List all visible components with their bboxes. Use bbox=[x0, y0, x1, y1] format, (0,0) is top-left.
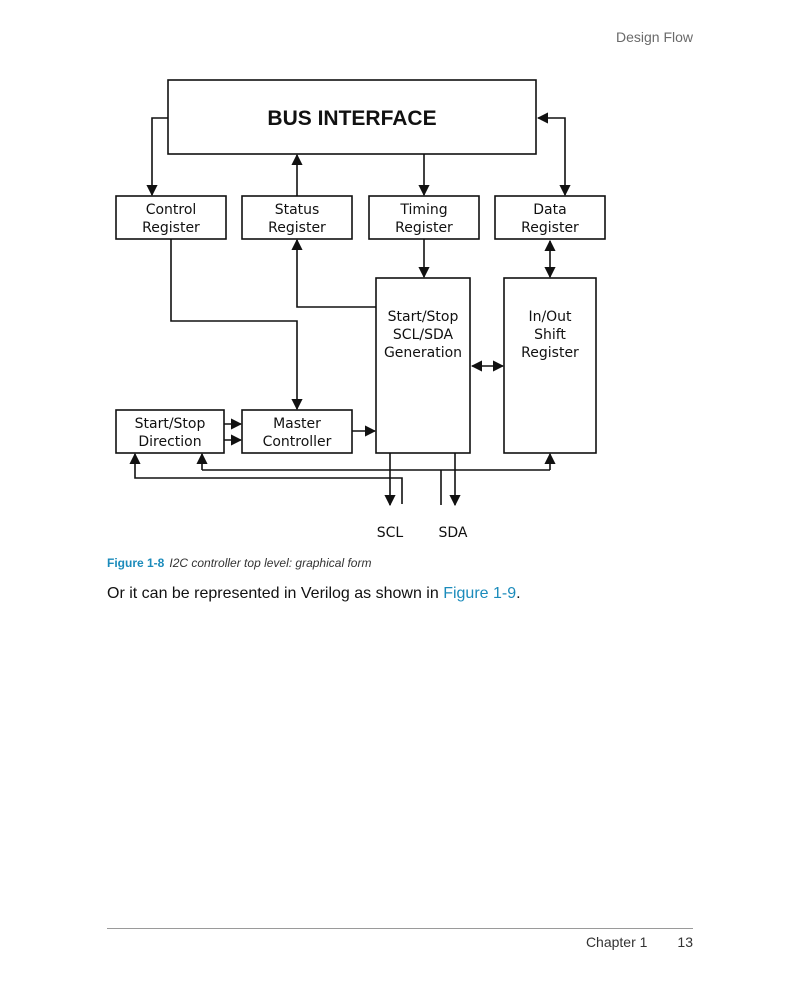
control-to-master-arrow bbox=[170, 239, 303, 411]
start-stop-generation-box bbox=[375, 277, 471, 454]
scl-pin-label: SCL bbox=[377, 525, 404, 541]
shift-register-box bbox=[503, 277, 597, 454]
body-text-after: . bbox=[516, 585, 521, 602]
generation-label-line1: Start/Stop bbox=[388, 309, 459, 325]
control-register-label-line1: Control bbox=[146, 202, 197, 218]
start-stop-direction-box bbox=[115, 409, 225, 454]
body-paragraph: Or it can be represented in Verilog as s… bbox=[107, 585, 521, 603]
generation-label-line3: Generation bbox=[384, 345, 462, 361]
page-number: 13 bbox=[677, 934, 693, 950]
figure-number: Figure 1-8 bbox=[107, 556, 165, 570]
sda-pin-label: SDA bbox=[439, 525, 468, 541]
data-register-label-line1: Data bbox=[533, 202, 566, 218]
timing-register-label-line1: Timing bbox=[399, 202, 447, 218]
master-controller-label-line1: Master bbox=[273, 416, 321, 432]
status-register-label-line2: Register bbox=[268, 220, 326, 236]
chapter-label: Chapter 1 bbox=[585, 934, 648, 950]
direction-label-line1: Start/Stop bbox=[135, 416, 206, 432]
body-text-before: Or it can be represented in Verilog as s… bbox=[107, 585, 444, 602]
timing-register-label-line2: Register bbox=[395, 220, 453, 236]
sda-return-to-direction-arrow bbox=[129, 452, 403, 504]
data-register-label-line2: Register bbox=[521, 220, 579, 236]
status-register-label-line1: Status bbox=[275, 202, 320, 218]
figure-1-9-link[interactable]: Figure 1-9 bbox=[443, 585, 517, 602]
shift-register-label-line3: Register bbox=[521, 345, 579, 361]
master-controller-label-line2: Controller bbox=[263, 434, 332, 450]
generation-label-line2: SCL/SDA bbox=[393, 327, 454, 343]
bus-interface-box bbox=[167, 79, 537, 155]
direction-label-line2: Direction bbox=[138, 434, 201, 450]
i2c-block-diagram: BUS INTERFACE Control Register Status Re… bbox=[115, 79, 606, 541]
figure-title: I2C controller top level: graphical form bbox=[169, 556, 372, 570]
figure-caption: Figure 1-8 I2C controller top level: grap… bbox=[107, 556, 371, 570]
control-register-label-line2: Register bbox=[142, 220, 200, 236]
bus-to-control-arrow bbox=[146, 117, 168, 197]
shift-register-label-line2: Shift bbox=[534, 327, 566, 343]
bus-data-bidir-arrow bbox=[536, 112, 571, 197]
generation-to-status-arrow bbox=[291, 238, 376, 308]
page-footer: Chapter 1 13 bbox=[586, 934, 693, 950]
shift-register-label-line1: In/Out bbox=[528, 309, 572, 325]
running-head: Design Flow bbox=[615, 29, 693, 45]
footer-rule bbox=[107, 928, 693, 929]
bus-interface-label: BUS INTERFACE bbox=[267, 107, 436, 130]
